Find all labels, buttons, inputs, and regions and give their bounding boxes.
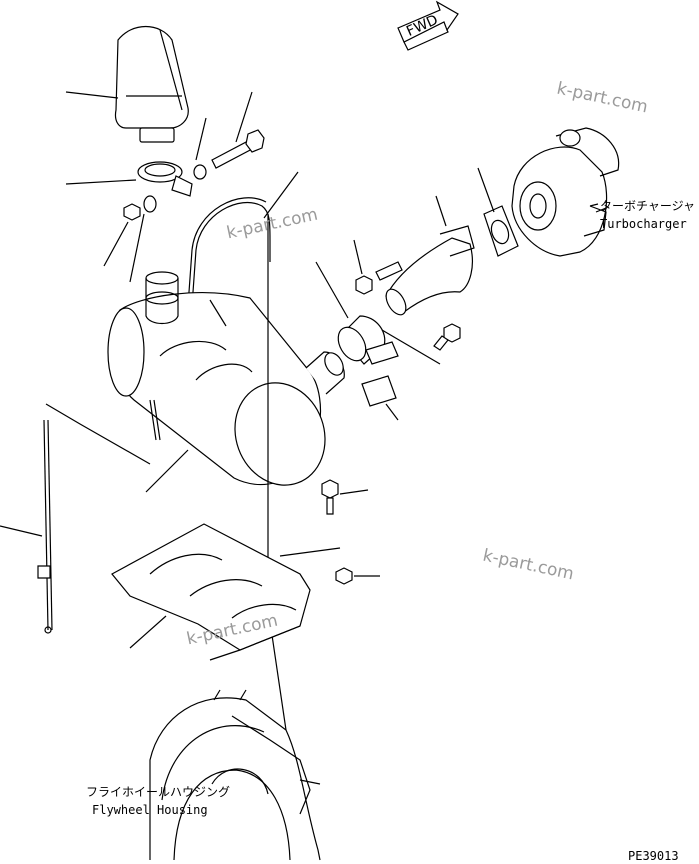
muffler-bracket (112, 524, 340, 660)
turbocharger-label-jp: ターボチャージャ (600, 199, 696, 213)
tube-bolt (434, 324, 460, 350)
clamp-bolt (194, 92, 264, 179)
exhaust-tube (382, 196, 474, 318)
turbocharger-label-en: Turbocharger (600, 217, 687, 231)
nut-washer-left (104, 196, 156, 282)
drawing-code: PE39013 (628, 849, 679, 863)
muffler (108, 272, 347, 498)
bracket-nut (336, 568, 380, 584)
bracket-bolt (322, 480, 368, 514)
u-bolt (188, 172, 298, 306)
stud-nut (354, 240, 402, 294)
fwd-arrow (398, 2, 458, 50)
gasket (478, 168, 518, 256)
support-rod (0, 404, 150, 633)
flywheel-label-jp: フライホイールハウジング (86, 785, 231, 799)
cap-clamp (66, 162, 192, 196)
turbocharger (512, 128, 619, 256)
pipe-clamp (316, 262, 440, 420)
flywheel-housing (150, 690, 320, 860)
rain-cap (66, 27, 188, 143)
flywheel-label-en: Flywheel Housing (92, 803, 208, 817)
